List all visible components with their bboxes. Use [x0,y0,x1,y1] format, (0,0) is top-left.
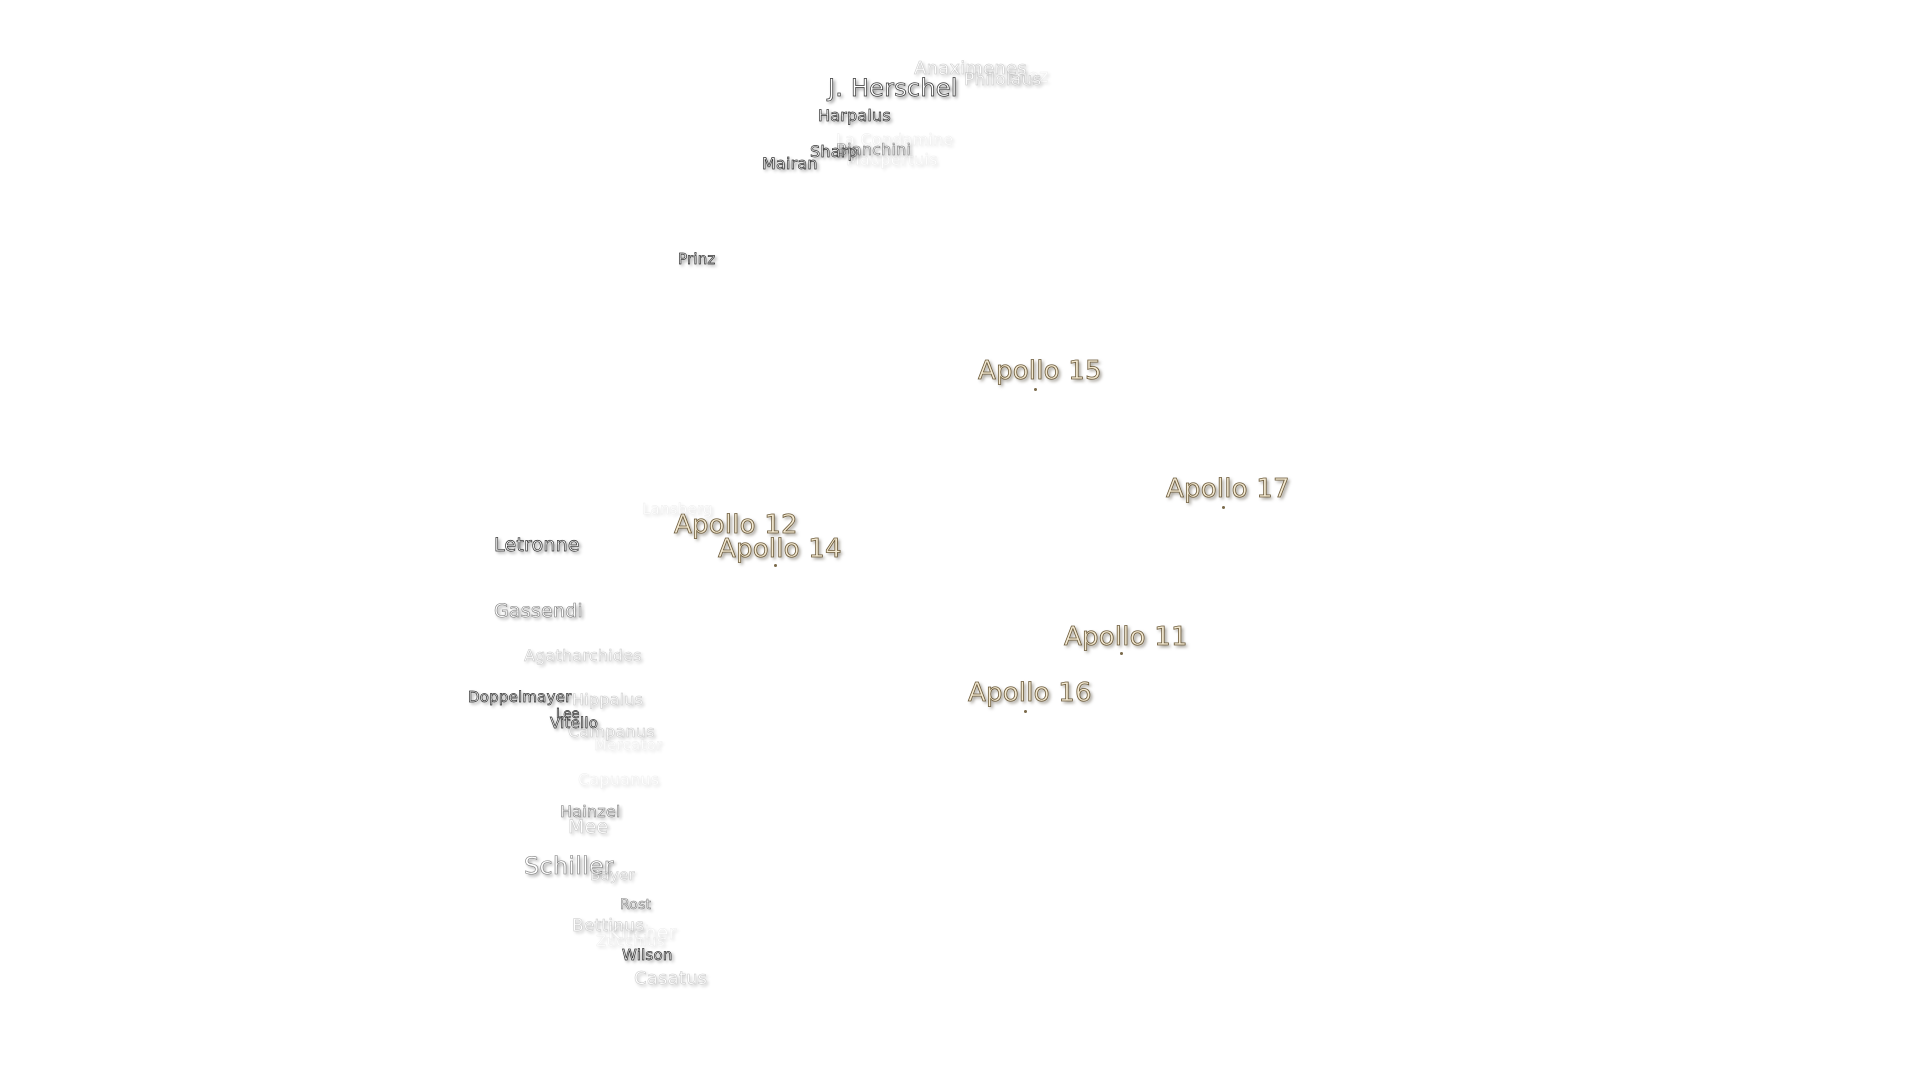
crater-label-hainzel[interactable]: Hainzel [560,802,621,821]
crater-label-doppelmayer[interactable]: Doppelmayer [468,688,572,706]
crater-label-capuanus[interactable]: Capuanus [578,770,660,789]
crater-label-prinz[interactable]: Prinz [678,250,716,268]
crater-label-zucchius[interactable]: Zucchius [596,932,665,950]
crater-label-bianchini[interactable]: Bianchini [836,140,912,159]
crater-label-j-herschel[interactable]: J. Herschel [828,74,958,102]
crater-label-wilson[interactable]: Wilson [622,946,673,964]
apollo-12-label[interactable]: Apollo 12 [674,510,798,540]
crater-label-maupertuis[interactable]: Maupertuis [846,150,938,169]
crater-label-vitello[interactable]: Vitello [550,714,599,732]
crater-label-campanus[interactable]: Campanus [568,722,655,741]
apollo-11-marker[interactable] [1120,652,1123,655]
crater-label-schiller[interactable]: Schiller [524,852,614,880]
crater-label-gassendi[interactable]: Gassendi [494,600,583,622]
crater-label-philolaus-ghost: chez [1006,66,1049,87]
apollo-11-label[interactable]: Apollo 11 [1064,622,1188,652]
apollo-15-label[interactable]: Apollo 15 [978,356,1102,386]
crater-label-philolaus[interactable]: Philolaus [964,70,1042,90]
crater-label-mercator[interactable]: Mercator [594,736,663,754]
apollo-17-label[interactable]: Apollo 17 [1166,474,1290,504]
apollo-14-label[interactable]: Apollo 14 [718,534,842,564]
crater-label-hippalus[interactable]: Hippalus [572,690,644,709]
crater-label-la-condamine[interactable]: La Condamine [836,130,954,149]
apollo-15-marker[interactable] [1034,388,1037,391]
apollo-16-label[interactable]: Apollo 16 [968,678,1092,708]
apollo-17-marker[interactable] [1222,506,1225,509]
crater-label-anaximenes[interactable]: Anaximenes [914,58,1027,79]
crater-label-lansberg[interactable]: Lansberg [642,500,713,518]
crater-label-agatharchides[interactable]: Agatharchides [524,646,642,665]
crater-label-bayer[interactable]: Bayer [590,866,635,884]
apollo-16-marker[interactable] [1024,710,1027,713]
crater-label-rost[interactable]: Rost [620,897,652,913]
crater-label-letronne[interactable]: Letronne [494,534,580,556]
crater-label-kircher[interactable]: Kircher [608,922,677,944]
crater-label-lee[interactable]: Lee [556,707,580,722]
crater-label-sharp[interactable]: Sharp [810,142,858,161]
crater-label-mairan[interactable]: Mairan [762,154,818,173]
crater-label-harpalus[interactable]: Harpalus [818,106,891,125]
crater-label-mee[interactable]: Mee [568,816,609,838]
crater-label-casatus[interactable]: Casatus [634,968,708,989]
crater-label-bettinus[interactable]: Bettinus [572,916,645,936]
apollo-14-marker[interactable] [774,564,777,567]
